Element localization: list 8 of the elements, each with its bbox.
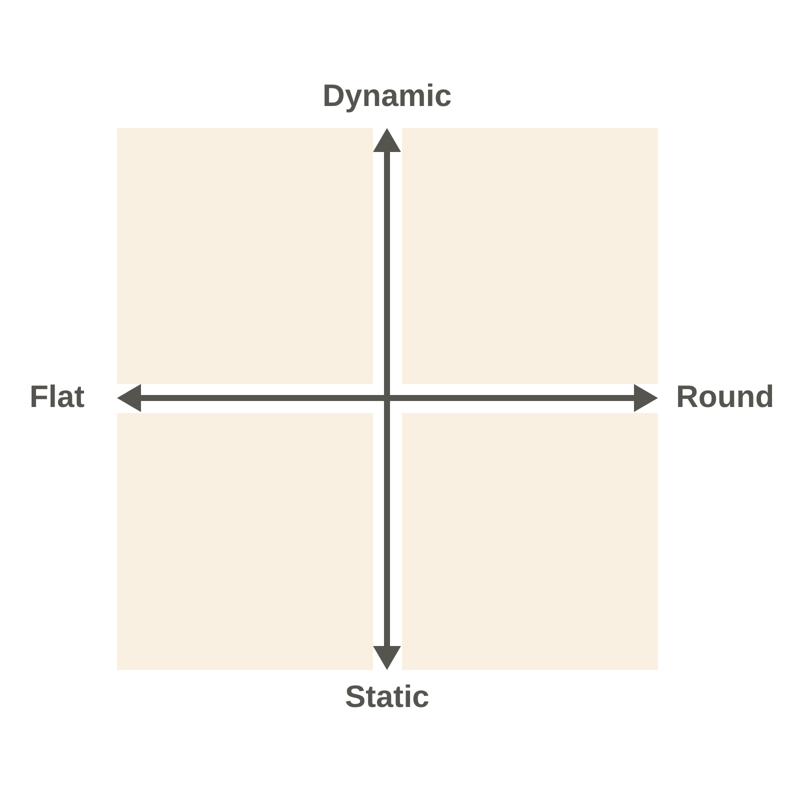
axis-label: Dynamic <box>322 78 452 114</box>
axis-label: Round <box>676 379 774 415</box>
axis-label: Flat <box>30 379 85 415</box>
axis-label: Static <box>345 679 430 715</box>
quadrant-box <box>117 413 373 670</box>
quadrant-box <box>402 128 658 384</box>
quadrant-box <box>117 128 373 384</box>
quadrant-box <box>402 413 658 670</box>
